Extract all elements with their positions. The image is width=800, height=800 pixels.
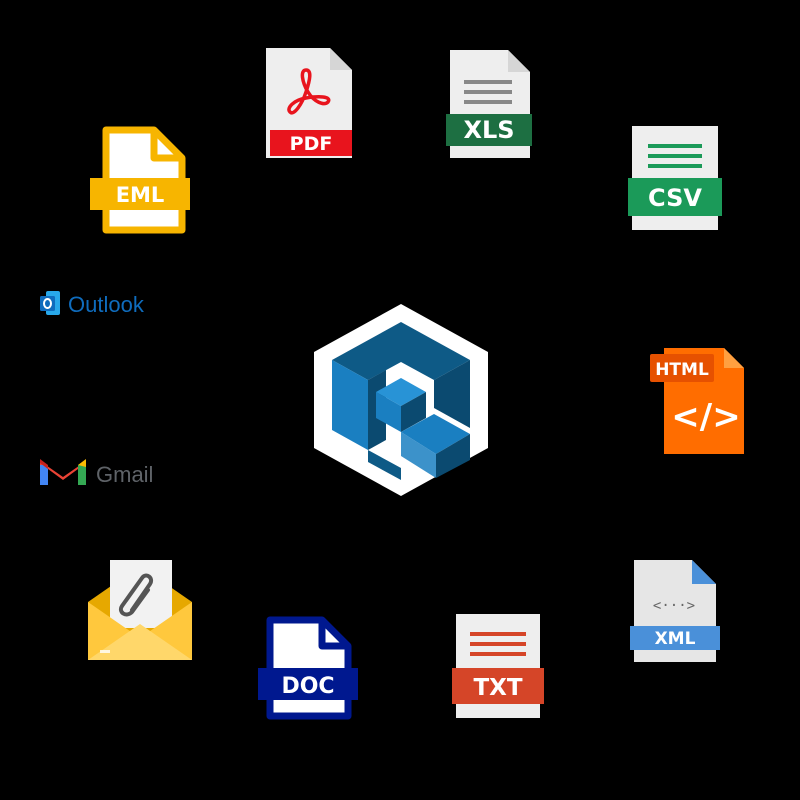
doc-label: DOC (281, 674, 334, 699)
txt-label: TXT (473, 675, 522, 701)
html-label: HTML (655, 360, 709, 380)
spreadsheet-lines-icon (648, 144, 702, 168)
eml-file-icon: EML (88, 126, 190, 234)
cube-logo-icon (306, 300, 496, 500)
text-lines-icon (470, 632, 526, 656)
eml-label: EML (116, 183, 165, 207)
outlook-logo: Outlook (40, 287, 180, 323)
xml-file-icon: <···> XML (630, 560, 722, 664)
csv-file-icon: CSV (628, 126, 722, 232)
code-tag-icon: <···> (653, 598, 695, 614)
gmail-logo: Gmail (40, 455, 180, 491)
gmail-logo-icon (40, 459, 86, 485)
adobe-acrobat-icon (287, 68, 331, 115)
txt-file-icon: TXT (452, 614, 544, 720)
xml-label: XML (655, 629, 696, 649)
outlook-label: Outlook (68, 292, 145, 317)
html-file-icon: HTML </> (650, 348, 746, 456)
doc-file-icon: DOC (256, 616, 360, 720)
csv-label: CSV (648, 184, 702, 212)
xls-file-icon: XLS (446, 50, 532, 160)
spreadsheet-lines-icon (464, 80, 512, 104)
code-brackets-icon: </> (671, 397, 740, 437)
pdf-label: PDF (290, 133, 333, 155)
outlook-logo-icon (40, 291, 60, 315)
gmail-label: Gmail (96, 462, 153, 487)
xls-label: XLS (463, 116, 514, 144)
pdf-file-icon: PDF (262, 48, 354, 160)
envelope-paperclip-icon (86, 558, 194, 664)
